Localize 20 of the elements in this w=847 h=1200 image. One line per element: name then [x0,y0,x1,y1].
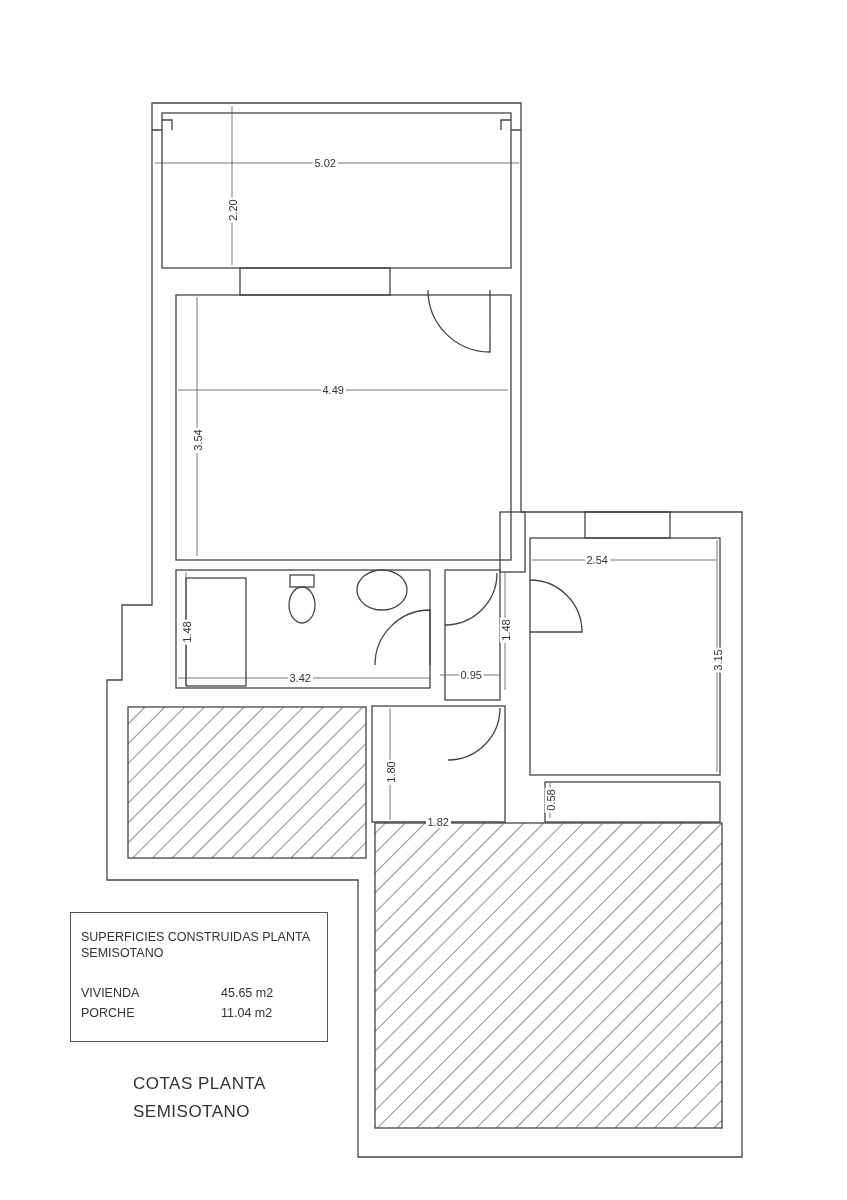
dimension-label: 1.48 [180,619,193,645]
dimension-label: 1.48 [499,617,512,643]
area-name: PORCHE [81,1005,135,1021]
plan-title: COTAS PLANTA SEMISOTANO [133,1073,266,1123]
dimension-label: 2.54 [584,554,610,566]
area-value: 45.65 m2 [221,985,274,1001]
dimension-label: 0.58 [544,787,557,813]
dimension-label: 0.95 [458,669,484,681]
area-table [70,912,328,1042]
table-heading: SUPERFICIES CONSTRUIDAS PLANTA SEMISOTANO [81,929,311,961]
dimension-label: 1.82 [425,816,451,828]
dimension-label: 4.49 [320,384,346,396]
dimension-label: 5.02 [312,157,338,169]
dimension-label: 3.54 [191,427,204,453]
dimension-label: 3.42 [287,672,313,684]
area-name: VIVIENDA [81,985,140,1001]
dimension-label: 1.80 [384,759,397,785]
area-value: 11.04 m2 [221,1005,273,1021]
dimension-label: 2.20 [226,197,239,223]
dimension-label: 3.15 [711,647,724,673]
